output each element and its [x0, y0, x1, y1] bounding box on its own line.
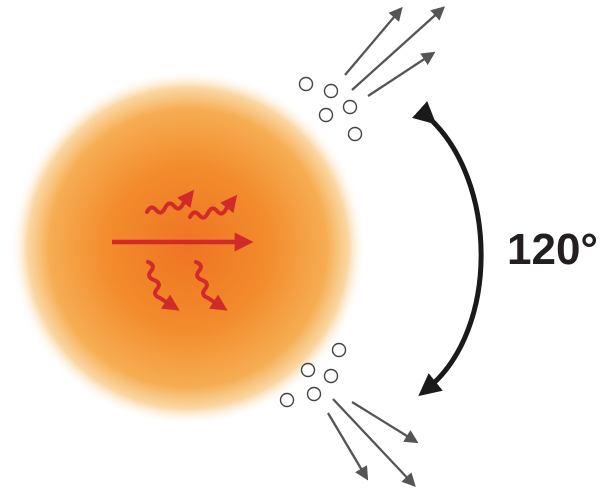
wavy-arrow-lower-right — [194, 260, 228, 311]
circle-outline-icon — [323, 83, 339, 99]
circle-outline-icon — [323, 368, 339, 384]
particle-arrow — [344, 6, 403, 76]
lower-particle-cluster — [279, 342, 347, 408]
wavy-arrow-upper-left — [145, 189, 195, 215]
circle-outline-icon — [331, 342, 347, 358]
angle-arc — [412, 101, 484, 397]
circle-outline-icon — [342, 99, 358, 115]
particle-arrow — [351, 6, 446, 91]
wavy-arrow-upper-right — [188, 194, 238, 220]
angle-label: 120° — [507, 225, 598, 274]
circle-outline-icon — [347, 126, 363, 142]
circle-outline-icon — [300, 362, 316, 378]
particle-arrow — [351, 401, 419, 444]
circle-outline-icon — [279, 392, 295, 408]
glowing-sphere — [10, 70, 366, 426]
lower-particle-arrows — [327, 398, 419, 488]
circle-outline-icon — [306, 386, 322, 402]
wavy-arrow-icon — [145, 189, 238, 311]
particle-arrow — [332, 398, 416, 488]
angle-arc-icon — [412, 101, 484, 397]
upper-particle-cluster — [298, 76, 363, 142]
upper-particle-arrows — [344, 6, 446, 97]
circle-outline-icon — [318, 107, 334, 123]
wavy-arrow-lower-left — [146, 260, 180, 311]
particle-arrow — [327, 412, 369, 481]
circle-outline-icon — [298, 76, 314, 92]
particle-arrow — [367, 51, 436, 97]
